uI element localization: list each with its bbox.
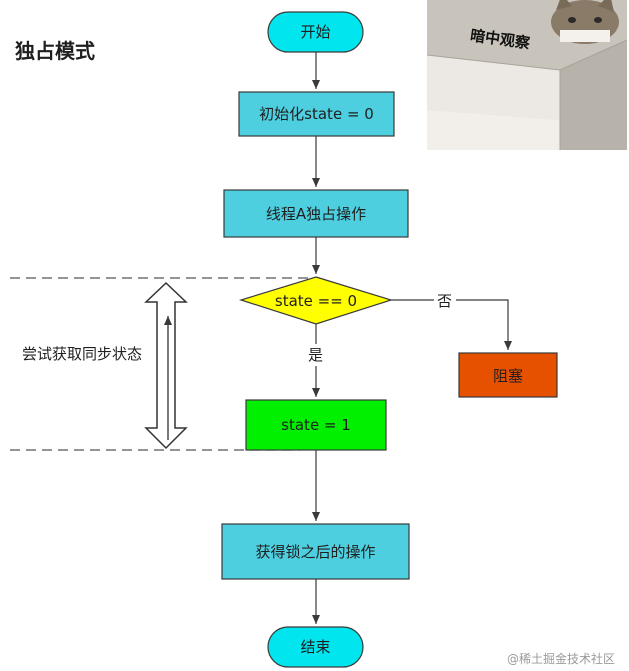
svg-text:线程A独占操作: 线程A独占操作 [266, 205, 366, 223]
node-init: 初始化state = 0 [238, 91, 395, 137]
node-after-lock: 获得锁之后的操作 [221, 523, 410, 580]
svg-text:开始: 开始 [300, 23, 330, 41]
edge-label-yes: 是 [308, 346, 323, 364]
bracket-label: 尝试获取同步状态 [22, 345, 142, 363]
cat-photo: 暗中观察 [426, 0, 628, 150]
node-decision: state == 0 [238, 276, 394, 325]
node-thread-a: 线程A独占操作 [223, 189, 409, 238]
svg-text:state == 0: state == 0 [275, 292, 357, 310]
edge-decision-blocked [391, 299, 512, 350]
svg-text:state = 1: state = 1 [281, 416, 351, 434]
node-set-state: state = 1 [245, 399, 387, 451]
node-end: 结束 [267, 626, 364, 668]
svg-text:结束: 结束 [300, 638, 330, 656]
cat-icon [551, 0, 619, 44]
svg-text:初始化state = 0: 初始化state = 0 [259, 105, 374, 123]
node-start: 开始 [267, 11, 364, 53]
node-blocked: 阻塞 [458, 352, 558, 398]
diagram-title: 独占模式 [15, 39, 95, 63]
svg-text:获得锁之后的操作: 获得锁之后的操作 [255, 543, 375, 561]
svg-text:阻塞: 阻塞 [493, 367, 523, 385]
edge-label-no: 否 [437, 292, 452, 310]
double-arrow-icon [144, 281, 188, 450]
watermark: @稀土掘金技术社区 [507, 651, 615, 666]
